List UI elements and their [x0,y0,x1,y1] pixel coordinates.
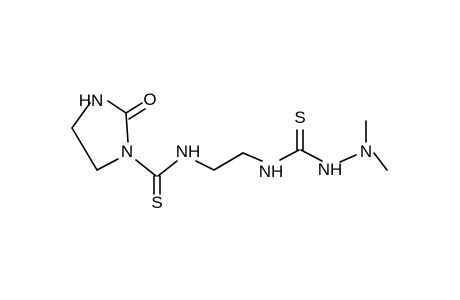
bond-ring-n-ch2 [96,158,119,171]
atom-amide-nh-right: NH [259,162,284,181]
atom-hn-ring: HN [79,91,104,110]
bond-ch2-nh [242,152,263,162]
bonds [71,100,388,195]
atom-carbonyl-oxygen: O [143,90,156,109]
atom-sulfur-right: S [294,108,305,127]
bond-n-n [339,154,357,163]
bond-ring-nh-co [107,100,127,114]
bond-carbonyl-2 [128,108,146,120]
bond-thioc-nh [157,160,178,177]
atom-sulfur-left: S [151,193,162,212]
atom-labels: HN O N S NH NH S NH N [79,90,372,212]
atom-amide-nh-left: NH [176,142,201,161]
atom-ring-nitrogen: N [121,142,133,161]
bond-methyl-right [373,152,388,171]
bond-ch2-ch2 [213,152,244,171]
bond-carbonyl-1 [125,102,143,114]
atom-hydrazine-nh: NH [318,160,343,179]
bond-nh-thioc-right [279,149,300,161]
bond-ring-co-n [125,112,129,143]
bond-nh-ch2 [195,160,215,171]
atom-hydrazine-nitrogen: N [360,142,372,161]
bond-thioc-hydrazine [300,149,323,162]
bond-ring-ch2-nh [71,102,91,129]
bond-n-thioc [135,159,157,177]
bond-ring-ch2-ch2 [71,127,98,171]
